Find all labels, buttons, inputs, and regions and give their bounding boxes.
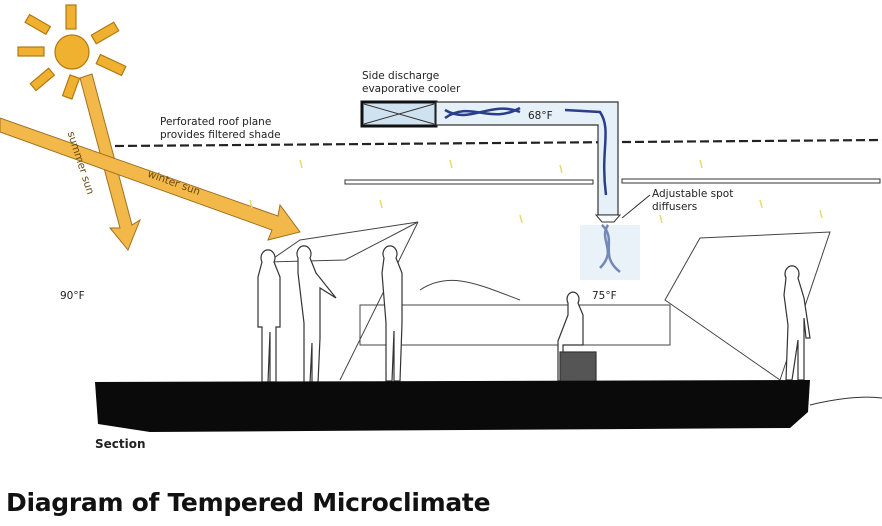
- perforated-roof-plane: [114, 138, 882, 148]
- ceiling-plank-left: [344, 179, 594, 185]
- diffuser-label-line2: diffusers: [652, 201, 698, 213]
- evaporative-cooler: [360, 100, 438, 128]
- roof-label-line2: provides filtered shade: [160, 129, 281, 141]
- filtered-light: [249, 159, 823, 224]
- cooler-label-line1: Side discharge: [362, 70, 440, 82]
- air-duct: [435, 101, 619, 216]
- outside-temp-label: 90°F: [60, 290, 85, 302]
- cooler-label: Side discharge evaporative cooler: [362, 70, 460, 96]
- sun-icon: [17, 4, 127, 100]
- duct-temp-label: 68°F: [528, 110, 553, 122]
- canopy-right: [664, 231, 831, 381]
- ceiling-plank-right: [621, 178, 881, 184]
- diffuser-label-line1: Adjustable spot: [652, 188, 734, 200]
- inside-temp-label: 75°F: [592, 290, 617, 302]
- winter-sun-arrow: [0, 117, 301, 241]
- diagram-title: Diagram of Tempered Microclimate: [6, 488, 491, 517]
- roof-label: Perforated roof plane provides filtered …: [160, 116, 281, 142]
- ground-line: [809, 396, 882, 406]
- display-counter: [359, 279, 671, 346]
- people: [257, 245, 811, 384]
- airflow-arrows: [444, 106, 621, 273]
- canopy-left: [266, 221, 419, 381]
- cool-air-zone: [580, 225, 640, 280]
- platform-section: [95, 380, 810, 432]
- section-label: Section: [95, 437, 146, 451]
- roof-label-line1: Perforated roof plane: [160, 116, 272, 128]
- cooler-label-line2: evaporative cooler: [362, 83, 461, 95]
- diffuser-label: Adjustable spot diffusers: [652, 188, 733, 214]
- diffuser-leader: [621, 194, 651, 219]
- diffuser: [594, 214, 622, 223]
